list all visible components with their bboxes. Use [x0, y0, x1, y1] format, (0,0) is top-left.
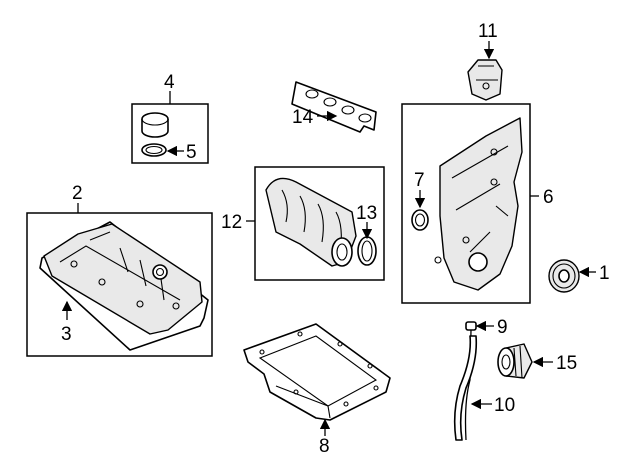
callout-1: 1 — [599, 263, 610, 284]
callout-3: 3 — [61, 324, 72, 345]
intake-gasket-group — [291, 81, 377, 133]
intake-manifold-group — [246, 166, 385, 281]
timing-cover-seal — [411, 209, 429, 231]
valve-cover-group — [26, 203, 213, 357]
oil-filler-cap — [141, 112, 169, 138]
throttle-body-gasket — [357, 236, 377, 266]
mount-bracket-group — [467, 41, 503, 101]
timing-cover — [439, 117, 523, 291]
callout-2: 2 — [72, 183, 83, 204]
callout-5: 5 — [186, 142, 197, 163]
callout-4: 4 — [164, 72, 175, 93]
manifold-throttle-opening — [331, 237, 353, 267]
oil-cap-seal — [141, 143, 167, 157]
oil-cap-kit-group — [131, 91, 209, 164]
oil-filter-group — [497, 343, 553, 379]
callout-13: 13 — [356, 203, 377, 224]
callout-7: 7 — [414, 170, 425, 191]
valve-cover-box — [26, 212, 213, 357]
dipstick-group — [453, 320, 494, 441]
oil-pan-group — [243, 323, 391, 436]
callout-9: 9 — [497, 317, 508, 338]
oil-filter — [497, 343, 533, 379]
callout-12: 12 — [221, 212, 242, 233]
oil-pan — [243, 323, 391, 421]
intake-manifold-gasket — [291, 81, 377, 133]
callout-15: 15 — [556, 353, 577, 374]
callout-11: 11 — [478, 21, 498, 42]
crank-pulley-group — [548, 259, 596, 293]
intake-manifold-box — [254, 166, 385, 281]
crankshaft-pulley — [548, 259, 580, 293]
oil-fill-port — [152, 264, 168, 280]
timing-cover-group — [401, 103, 539, 304]
callout-10: 10 — [494, 395, 515, 416]
valve-cover — [43, 223, 203, 335]
callout-6: 6 — [543, 187, 554, 208]
callout-14: 14 — [292, 107, 314, 128]
callout-8: 8 — [319, 436, 330, 457]
timing-cover-box — [401, 103, 531, 304]
dipstick-tube — [453, 335, 478, 441]
